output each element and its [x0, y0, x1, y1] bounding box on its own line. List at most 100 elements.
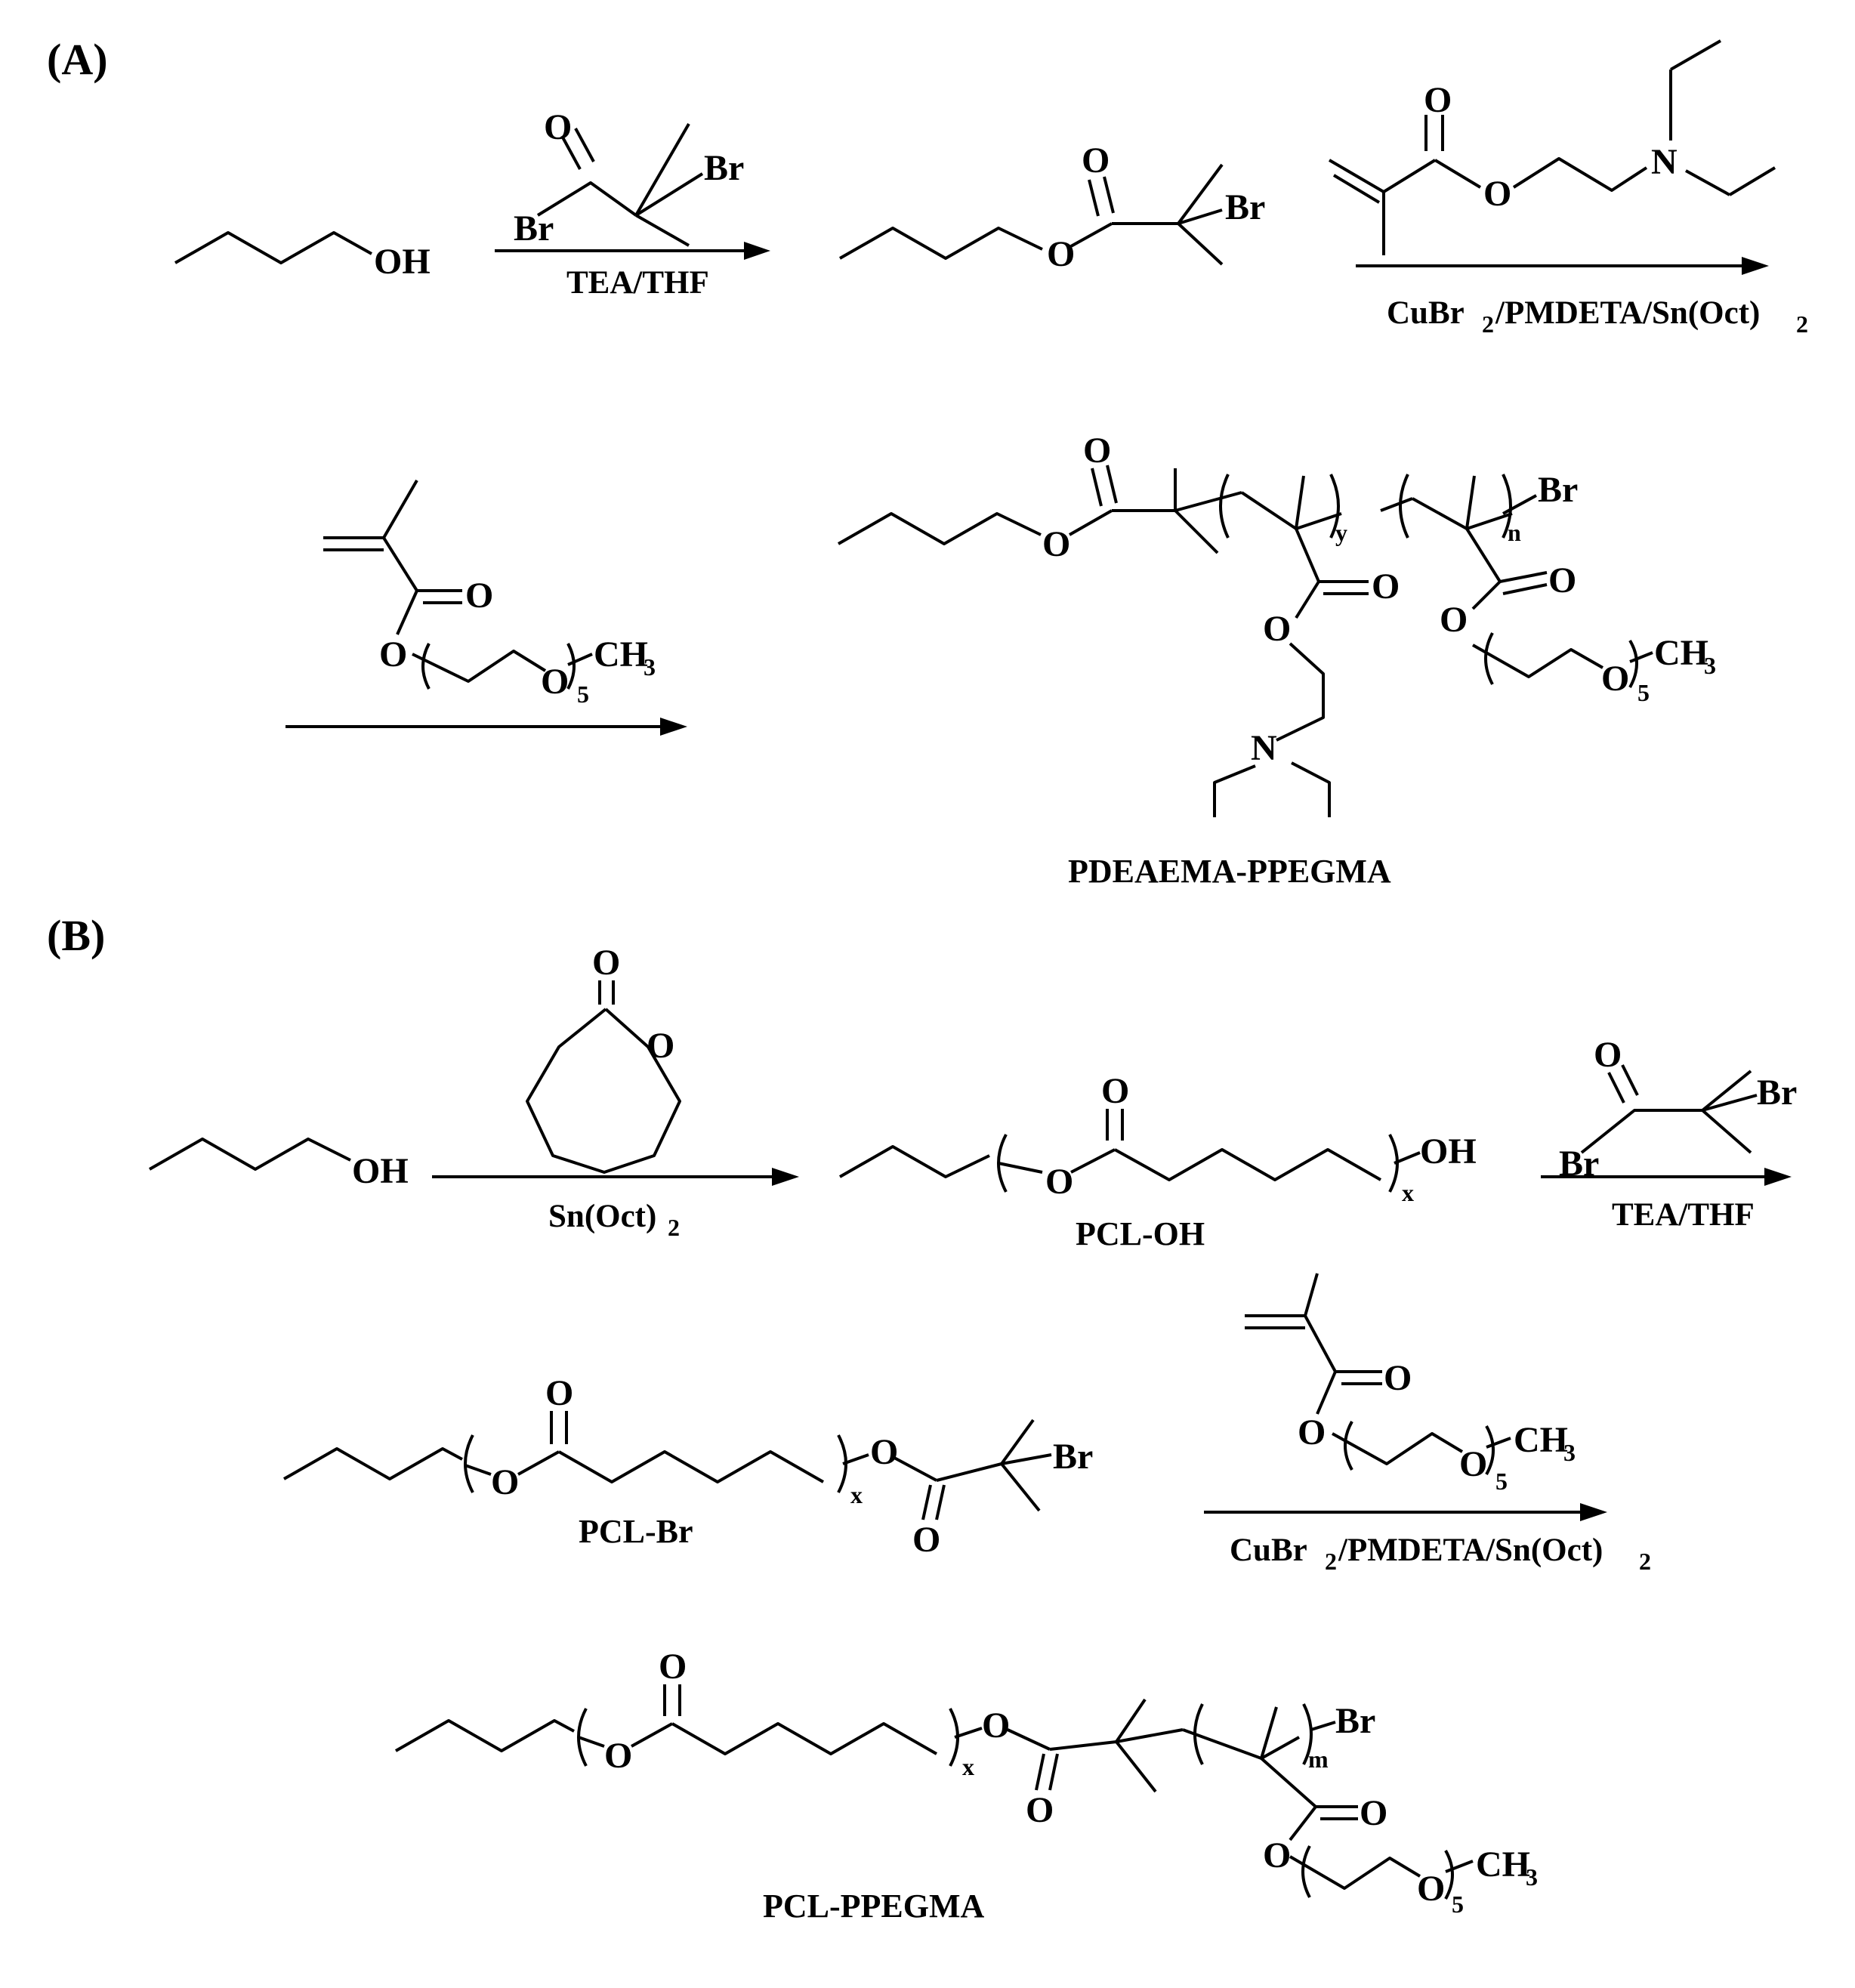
svg-text:Br: Br — [1538, 470, 1578, 510]
svg-text:2: 2 — [668, 1214, 680, 1241]
deaema-monomer: O O N — [1328, 39, 1776, 255]
svg-text:x: x — [850, 1481, 863, 1508]
svg-text:O: O — [465, 576, 493, 616]
svg-text:O: O — [544, 107, 572, 147]
svg-text:3: 3 — [1704, 652, 1716, 679]
svg-text:O: O — [491, 1462, 519, 1502]
reagent-catalyst-b3: CuBr 2 /PMDETA/Sn(Oct) 2 — [1230, 1533, 1651, 1575]
svg-text:O: O — [1424, 80, 1452, 120]
svg-text:O: O — [592, 943, 620, 983]
svg-text:O: O — [1298, 1412, 1326, 1452]
svg-text:O: O — [912, 1520, 940, 1560]
pcl-oh-structure: O O x OH — [839, 1071, 1477, 1206]
reagent-catalyst-a1: CuBr 2 /PMDETA/Sn(Oct) 2 — [1387, 295, 1808, 338]
svg-text:OH: OH — [374, 242, 431, 282]
butanol-b: OH — [149, 1138, 409, 1191]
arrow-b1 — [432, 1168, 799, 1186]
pdeaema-ppegma-structure: O O y n Br O O N O O — [838, 431, 1716, 817]
svg-text:m: m — [1308, 1746, 1329, 1773]
svg-text:O: O — [1263, 609, 1291, 649]
svg-text:2: 2 — [1482, 310, 1494, 338]
arrow-a2 — [1356, 257, 1769, 275]
label-pcl-br: PCL-Br — [579, 1513, 693, 1550]
svg-text:Sn(Oct): Sn(Oct) — [548, 1199, 656, 1234]
svg-text:O: O — [1045, 1162, 1073, 1202]
svg-text:Br: Br — [514, 208, 554, 248]
svg-text:O: O — [1083, 431, 1111, 471]
svg-text:x: x — [1402, 1179, 1414, 1206]
svg-text:2: 2 — [1639, 1548, 1651, 1575]
svg-text:CH: CH — [1654, 633, 1708, 673]
svg-text:O: O — [1042, 524, 1070, 564]
svg-text:5: 5 — [1495, 1468, 1508, 1495]
svg-text:3: 3 — [1563, 1439, 1576, 1466]
svg-text:3: 3 — [644, 653, 656, 681]
arrow-a3 — [286, 718, 687, 736]
arrow-b3 — [1204, 1503, 1607, 1521]
panel-label-a: (A) — [47, 35, 108, 84]
svg-text:O: O — [1548, 560, 1576, 600]
pcl-br-structure: O O x O O Br — [283, 1373, 1093, 1560]
svg-text:CuBr: CuBr — [1230, 1533, 1307, 1568]
svg-text:O: O — [1440, 600, 1468, 640]
panel-label-b: (B) — [47, 911, 105, 960]
svg-text:O: O — [870, 1432, 898, 1472]
svg-text:O: O — [541, 662, 569, 702]
caprolactone: O O — [526, 943, 681, 1174]
svg-text:O: O — [1047, 234, 1075, 274]
svg-text:5: 5 — [577, 681, 589, 708]
svg-text:CH: CH — [1514, 1420, 1568, 1460]
svg-text:O: O — [1263, 1835, 1291, 1875]
pegma-monomer-a: O O O 5 CH 3 — [323, 479, 656, 708]
svg-text:O: O — [1594, 1035, 1622, 1075]
svg-text:O: O — [1459, 1444, 1487, 1484]
svg-text:O: O — [1101, 1071, 1129, 1111]
svg-text:O: O — [1082, 140, 1110, 181]
svg-text:Br: Br — [1053, 1437, 1093, 1477]
svg-text:O: O — [1417, 1869, 1445, 1909]
svg-text:3: 3 — [1526, 1863, 1538, 1891]
svg-text:O: O — [1372, 566, 1400, 607]
pegma-monomer-b: O O O 5 CH 3 — [1245, 1273, 1576, 1495]
label-pdeaema-ppegma: PDEAEMA-PPEGMA — [1068, 853, 1391, 890]
svg-text:n: n — [1508, 519, 1521, 546]
svg-text:OH: OH — [1420, 1131, 1477, 1172]
pcl-ppegma-structure: O O x O O m Br O O O 5 — [395, 1647, 1538, 1918]
svg-text:O: O — [1483, 174, 1511, 214]
svg-text:O: O — [647, 1026, 674, 1066]
svg-text:N: N — [1651, 142, 1678, 182]
svg-text:Br: Br — [1335, 1701, 1375, 1741]
svg-text:O: O — [1384, 1358, 1412, 1398]
svg-text:O: O — [659, 1647, 687, 1687]
svg-text:Br: Br — [704, 148, 744, 188]
bromoisobutyryl-bromide-b: O Br Br — [1559, 1035, 1797, 1184]
svg-text:/PMDETA/Sn(Oct): /PMDETA/Sn(Oct) — [1495, 295, 1760, 331]
svg-text:y: y — [1335, 519, 1347, 546]
label-pcl-ppegma: PCL-PPEGMA — [763, 1888, 985, 1925]
reagent-sn-oct-b1: Sn(Oct) 2 — [548, 1199, 680, 1241]
svg-text:Br: Br — [1225, 187, 1265, 227]
svg-text:x: x — [962, 1753, 974, 1780]
svg-text:2: 2 — [1325, 1548, 1337, 1575]
svg-text:O: O — [1601, 659, 1629, 699]
svg-text:O: O — [379, 634, 407, 674]
svg-text:CH: CH — [594, 634, 648, 674]
svg-text:N: N — [1251, 728, 1277, 768]
reagent-tea-thf-a: TEA/THF — [566, 265, 709, 301]
svg-text:O: O — [604, 1736, 632, 1776]
svg-text:5: 5 — [1452, 1891, 1464, 1918]
label-pcl-oh: PCL-OH — [1076, 1215, 1205, 1252]
svg-text:CuBr: CuBr — [1387, 295, 1465, 331]
svg-text:5: 5 — [1637, 679, 1650, 706]
reagent-tea-thf-b: TEA/THF — [1612, 1197, 1755, 1233]
butyl-bromoisobutyrate: O O Br — [839, 140, 1265, 274]
bromoisobutyryl-bromide-a: O Br Br — [514, 107, 744, 248]
svg-text:O: O — [1026, 1790, 1054, 1830]
butanol-a: OH — [174, 231, 431, 282]
svg-text:O: O — [545, 1373, 573, 1413]
svg-text:2: 2 — [1796, 310, 1808, 338]
svg-text:CH: CH — [1476, 1844, 1530, 1885]
svg-text:OH: OH — [352, 1151, 409, 1191]
svg-text:O: O — [982, 1706, 1010, 1746]
